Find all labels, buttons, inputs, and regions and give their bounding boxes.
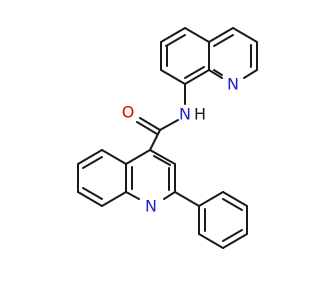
atom-n-quinoline-top: N xyxy=(227,75,239,94)
molecule-diagram: N N H O N xyxy=(77,27,258,249)
atom-n-quinoline-bottom: N xyxy=(145,197,157,216)
atom-h-amide: H xyxy=(194,105,206,124)
atom-o-carbonyl: O xyxy=(122,103,135,122)
bond-lines xyxy=(77,27,258,249)
atom-n-amide: N xyxy=(179,105,191,124)
